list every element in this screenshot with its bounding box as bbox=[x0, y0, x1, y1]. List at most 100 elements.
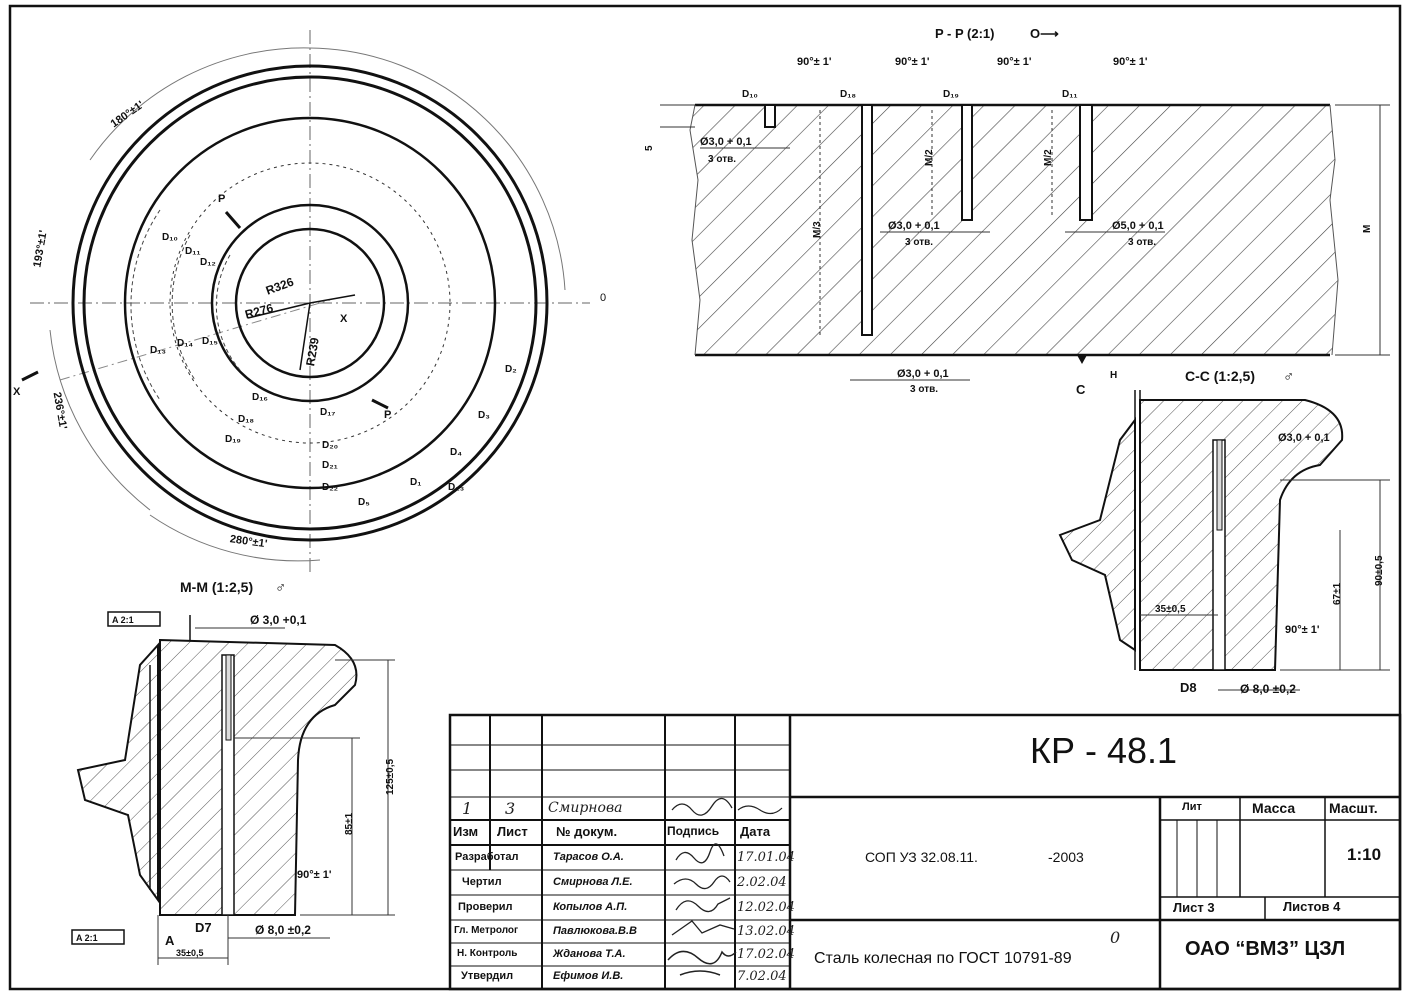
role-label: Проверил bbox=[458, 901, 513, 913]
role-label: Гл. Метролог bbox=[454, 925, 519, 936]
cc-dim-hole: Ø3,0 + 0,1 bbox=[1278, 432, 1330, 444]
pp-depth-2: М/2 bbox=[924, 149, 935, 166]
radius-326-label: R326 bbox=[264, 275, 296, 298]
scale-header: Масшт. bbox=[1329, 800, 1378, 816]
point-label: D₁₄ bbox=[177, 338, 193, 349]
mm-dim-125: 125±0,5 bbox=[385, 758, 396, 795]
pp-hole-label: D₁₁ bbox=[1062, 89, 1078, 100]
point-label: D₃ bbox=[478, 410, 490, 421]
pp-depth-top: 5 bbox=[644, 145, 655, 151]
role-name: Жданова Т.А. bbox=[553, 948, 626, 960]
role-label: Утвердил bbox=[461, 970, 514, 982]
pp-hole-label: D₁₉ bbox=[943, 89, 959, 100]
mm-title-mark: ♂ bbox=[275, 579, 286, 596]
mm-dim-35: 35±0,5 bbox=[176, 948, 203, 958]
point-label: D₂₀ bbox=[322, 440, 338, 451]
mm-tol-bottom: A 2:1 bbox=[76, 933, 98, 943]
role-name: Ефимов И.В. bbox=[553, 970, 624, 982]
point-label: D₁₁ bbox=[185, 246, 201, 257]
cut-p-top: P bbox=[218, 193, 225, 205]
zero-label: 0 bbox=[600, 292, 606, 304]
sheet-number: Лист 3 bbox=[1173, 900, 1215, 915]
document-year: -2003 bbox=[1048, 849, 1084, 865]
sheet-count: Листов 4 bbox=[1283, 899, 1341, 914]
point-label: D₁₂ bbox=[200, 257, 216, 268]
point-label: D₂₁ bbox=[322, 460, 338, 471]
pp-angle-2: 90°± 1' bbox=[895, 56, 930, 68]
point-label: D₂ bbox=[505, 364, 517, 375]
pp-section-c: C bbox=[1076, 382, 1086, 397]
pp-depth-full: М bbox=[1362, 225, 1373, 233]
cc-dim-35: 35±0,5 bbox=[1155, 604, 1186, 615]
role-name: Копылов А.П. bbox=[553, 901, 628, 913]
revision-mark: 0 bbox=[1110, 928, 1121, 947]
cc-angle: 90°± 1' bbox=[1285, 624, 1320, 636]
cut-x-left: X bbox=[13, 386, 21, 398]
main-view: 180°±1' 193°±1' 236°±1' 280°±1' R326 R27… bbox=[13, 30, 606, 575]
title-block-grid bbox=[448, 713, 1402, 991]
pp-dim-bottom: Ø3,0 + 0,1 bbox=[897, 368, 949, 380]
point-label: D₁₆ bbox=[252, 392, 268, 403]
rev-doc: Смирнова bbox=[548, 800, 623, 816]
lit-header: Лит bbox=[1182, 801, 1202, 813]
point-label: D₁₃ bbox=[150, 345, 166, 356]
pp-dim-right-count: 3 отв. bbox=[1128, 237, 1156, 248]
pp-angle-1: 90°± 1' bbox=[797, 56, 832, 68]
cc-dim-90: 90±0,5 bbox=[1374, 555, 1385, 586]
section-cc: C-C (1:2,5) ♂ H Ø3,0 + 0,1 35±0,5 67±1 9… bbox=[1058, 368, 1390, 696]
mm-tol-top: A 2:1 bbox=[112, 615, 134, 625]
pp-hole-label: D₁₀ bbox=[742, 89, 758, 100]
rev-list: 3 bbox=[505, 799, 516, 818]
pp-dim-mid-count: 3 отв. bbox=[905, 237, 933, 248]
pp-angle-4: 90°± 1' bbox=[1113, 56, 1148, 68]
role-date: 17.02.04 bbox=[737, 947, 795, 962]
pp-hole-label: D₁₈ bbox=[840, 89, 856, 100]
point-label: D₁₅ bbox=[202, 336, 218, 347]
point-label: D₂₃ bbox=[448, 482, 465, 493]
pp-depth-3: М/2 bbox=[1043, 149, 1054, 166]
pp-angle-3: 90°± 1' bbox=[997, 56, 1032, 68]
drawing-designation: КР - 48.1 bbox=[1030, 730, 1178, 771]
cut-x-center: X bbox=[340, 313, 348, 325]
section-pp: P - P (2:1) O⟶ 90°± 1' 90°± 1' 90°± 1' 9… bbox=[644, 26, 1390, 397]
cc-dim-bottom: Ø 8,0 ±0,2 bbox=[1240, 682, 1296, 696]
point-label: D₁₉ bbox=[225, 434, 241, 445]
angle-bottom-label: 280°±1' bbox=[229, 533, 268, 550]
pp-dim-left-count: 3 отв. bbox=[708, 154, 736, 165]
mm-tolerance-frame-top bbox=[107, 611, 161, 627]
point-label: D₅ bbox=[358, 497, 370, 508]
section-mm: M-M (1:2,5) ♂ A 2:1 A 2:1 Ø 3,0 +0,1 85±… bbox=[71, 579, 396, 965]
role-name: Павлюкова.В.В bbox=[553, 925, 637, 937]
role-label: Чертил bbox=[462, 876, 502, 888]
scale-value: 1:10 bbox=[1347, 845, 1382, 864]
point-label: D₁₇ bbox=[320, 407, 335, 418]
cut-p-bottom: P bbox=[384, 409, 391, 421]
rev-izm: 1 bbox=[462, 799, 473, 818]
role-date: 13.02.04 bbox=[737, 924, 795, 939]
header-izm: Изм bbox=[453, 824, 479, 839]
organization-name: ОАО “ВМЗ” ЦЗЛ bbox=[1185, 938, 1346, 960]
pp-dim-right: Ø5,0 + 0,1 bbox=[1112, 220, 1164, 232]
role-label: Разработал bbox=[455, 851, 519, 863]
point-label: D₄ bbox=[450, 447, 462, 458]
role-name: Смирнова Л.Е. bbox=[553, 876, 633, 888]
mm-label-d7: D7 bbox=[195, 920, 212, 935]
mm-dim-bottom: Ø 8,0 ±0,2 bbox=[255, 923, 311, 937]
role-date: 12.02.04 bbox=[737, 900, 795, 915]
point-label: D₁₀ bbox=[162, 232, 178, 243]
role-date: 7.02.04 bbox=[737, 969, 787, 984]
header-date: Дата bbox=[740, 824, 771, 839]
pp-title: P - P (2:1) bbox=[935, 26, 994, 41]
role-label: Н. Контроль bbox=[457, 948, 518, 959]
role-date: 2.02.04 bbox=[737, 875, 787, 890]
point-label: D₁ bbox=[410, 477, 421, 488]
point-label: D₁₈ bbox=[238, 414, 254, 425]
mm-angle: 90°± 1' bbox=[297, 869, 332, 881]
header-doc: № докум. bbox=[556, 824, 618, 839]
pp-dim-mid: Ø3,0 + 0,1 bbox=[888, 220, 940, 232]
cc-title-mark: ♂ bbox=[1283, 368, 1294, 385]
cc-label-d8: D8 bbox=[1180, 680, 1197, 695]
cc-dim-67: 67±1 bbox=[1332, 582, 1343, 605]
angle-left-label: 193°±1' bbox=[31, 229, 49, 268]
